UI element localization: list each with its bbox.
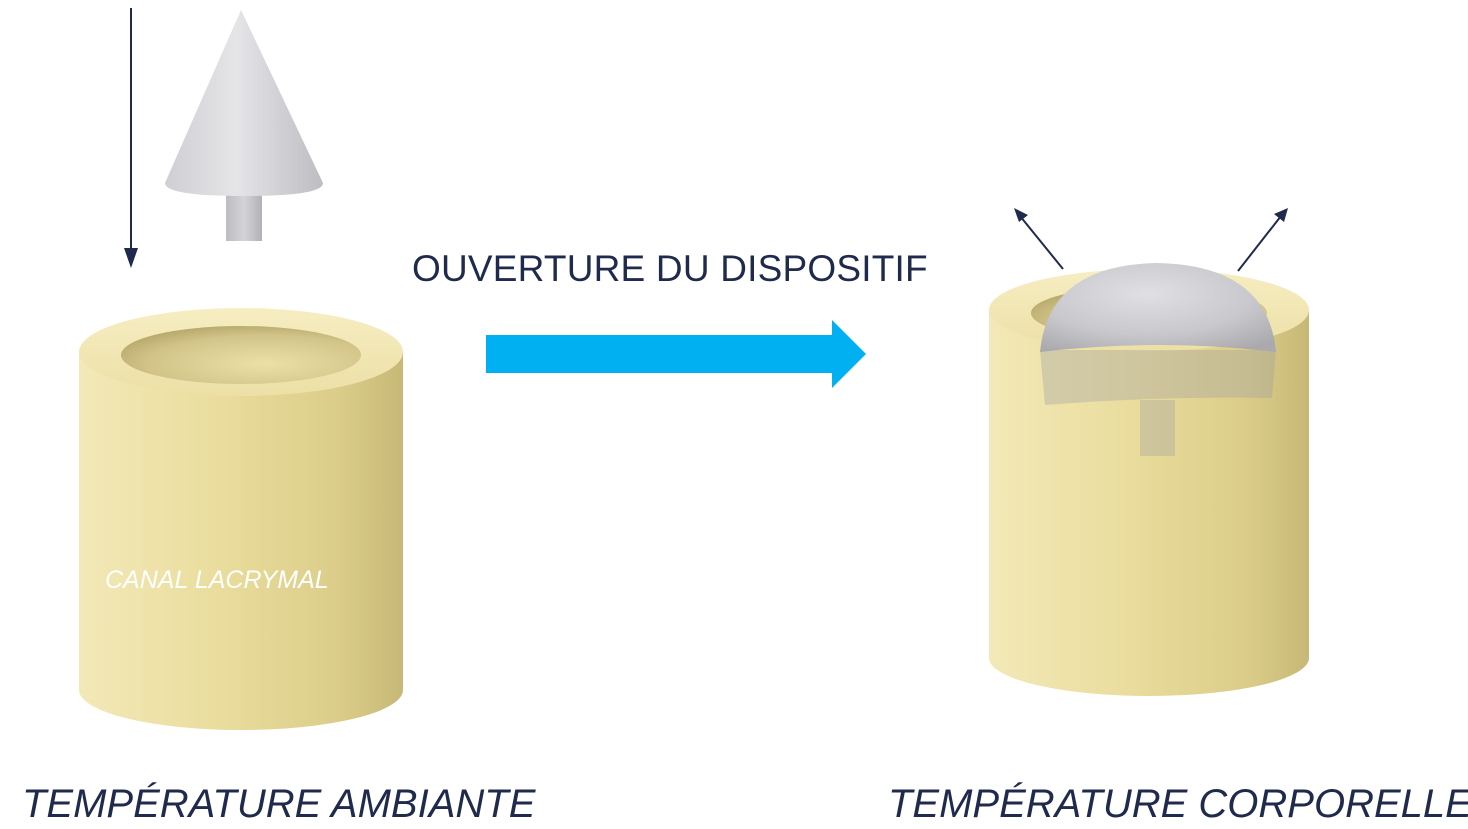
device-dome (1040, 263, 1276, 352)
canal-label: CANAL LACRYMAL (105, 566, 329, 594)
body-temperature-label: TEMPÉRATURE CORPORELLE (888, 782, 1468, 826)
cylinder-opening (121, 326, 361, 384)
ambient-temperature-label: TEMPÉRATURE AMBIANTE (22, 782, 536, 826)
device-stem-hidden (1140, 400, 1175, 456)
tear-duct-cylinder-left (79, 308, 403, 730)
device-cone (165, 10, 323, 196)
insertion-arrow (124, 8, 138, 268)
opening-label: OUVERTURE DU DISPOSITIF (412, 248, 928, 289)
transition-arrow (486, 320, 866, 388)
expansion-arrows (1014, 208, 1288, 272)
open-device (1040, 263, 1276, 456)
closed-device (165, 10, 323, 241)
expansion-arrow-left (1014, 208, 1064, 270)
expansion-arrow-right (1237, 208, 1288, 272)
